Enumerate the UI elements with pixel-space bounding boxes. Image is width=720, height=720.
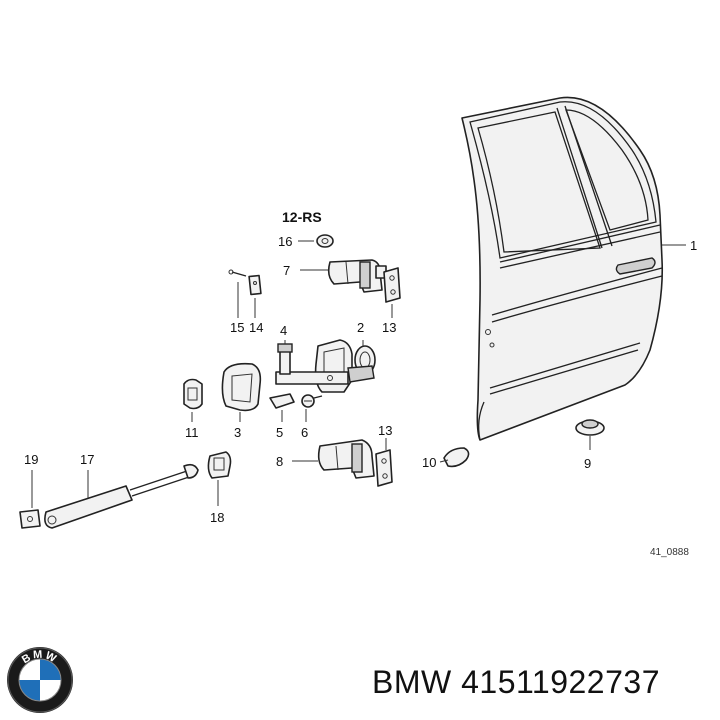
callout-13-lower: 13	[378, 423, 392, 438]
pin-15	[228, 269, 247, 277]
callout-3: 3	[234, 425, 241, 440]
diagram-reference-code: 41_0888	[650, 547, 689, 558]
hinge-plate-13-upper	[383, 267, 401, 303]
rear-door-panel	[461, 96, 664, 441]
cap-11	[183, 378, 203, 410]
callout-7: 7	[283, 263, 290, 278]
callout-4: 4	[280, 323, 287, 338]
callout-17: 17	[80, 452, 94, 467]
grommet-3	[221, 362, 262, 412]
callout-19: 19	[24, 452, 38, 467]
callout-12-rs: 12-RS	[282, 209, 322, 225]
callout-18: 18	[210, 510, 224, 525]
callout-15: 15	[230, 320, 244, 335]
callout-16: 16	[278, 234, 292, 249]
bushing-16	[316, 234, 334, 248]
grommet-9	[575, 419, 605, 436]
leader-10	[439, 459, 449, 463]
part-number-caption: BMW 41511922737	[372, 664, 660, 700]
callout-9: 9	[584, 456, 591, 471]
plug-10	[443, 447, 470, 468]
callout-14: 14	[249, 320, 263, 335]
callout-11: 11	[185, 425, 199, 440]
bmw-logo-icon: BMW	[7, 647, 73, 713]
gas-strut-17	[44, 463, 199, 529]
hinge-plate-13-lower	[375, 449, 393, 487]
bolt-4	[277, 343, 293, 375]
callout-13-upper: 13	[382, 320, 396, 335]
door-check-2	[275, 339, 376, 393]
callout-6: 6	[301, 425, 308, 440]
clip-14	[248, 274, 262, 296]
callout-2: 2	[357, 320, 364, 335]
washer-5	[269, 393, 295, 409]
bracket-19	[19, 509, 41, 529]
lower-hinge-8	[317, 439, 375, 479]
callout-5: 5	[276, 425, 283, 440]
screw-6	[301, 394, 323, 408]
callout-8: 8	[276, 454, 283, 469]
callout-1: 1	[690, 238, 697, 253]
upper-hinge-7	[327, 259, 387, 293]
svg-text:BMW: BMW	[20, 649, 60, 666]
callout-10: 10	[422, 455, 436, 470]
clip-18	[207, 451, 232, 479]
